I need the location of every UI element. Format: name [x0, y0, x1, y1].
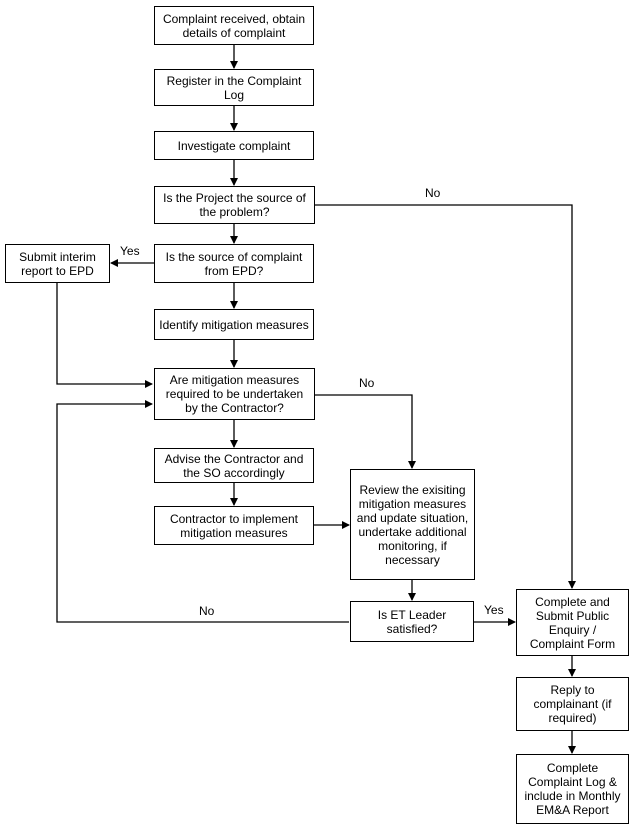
node-register-log: Register in the Complaint Log — [154, 69, 314, 106]
edge-label-et-no: No — [199, 604, 215, 618]
node-et-leader-question: Is ET Leader satisfied? — [350, 601, 474, 642]
edge-label-project-no: No — [425, 186, 441, 200]
node-review-measures: Review the exisiting mitigation measures… — [350, 469, 475, 580]
node-epd-source-question: Is the source of complaint from EPD? — [154, 244, 314, 283]
node-mitigation-required-question: Are mitigation measures required to be u… — [154, 368, 315, 420]
edge-label-et-yes: Yes — [484, 603, 504, 617]
node-complaint-received: Complaint received, obtain details of co… — [154, 6, 314, 45]
node-submit-interim-report: Submit interim report to EPD — [5, 244, 110, 283]
node-investigate: Investigate complaint — [154, 131, 314, 160]
node-contractor-implement: Contractor to implement mitigation measu… — [154, 506, 314, 545]
node-reply-complainant: Reply to complainant (if required) — [516, 677, 629, 731]
node-advise-contractor: Advise the Contractor and the SO accordi… — [154, 448, 314, 483]
node-complete-submit-form: Complete and Submit Public Enquiry / Com… — [516, 589, 629, 656]
arrow-et-no — [56, 400, 349, 623]
arrow-interim-mitigation — [56, 283, 153, 388]
node-project-source-question: Is the Project the source of the problem… — [154, 186, 315, 224]
edge-label-epd-yes: Yes — [120, 244, 140, 258]
node-identify-mitigation: Identify mitigation measures — [154, 309, 314, 340]
arrow-project-no — [315, 204, 576, 589]
arrow-mitigation-no — [315, 394, 416, 469]
edge-label-mitigation-no: No — [359, 376, 375, 390]
node-complete-log: Complete Complaint Log & include in Mont… — [516, 754, 629, 824]
